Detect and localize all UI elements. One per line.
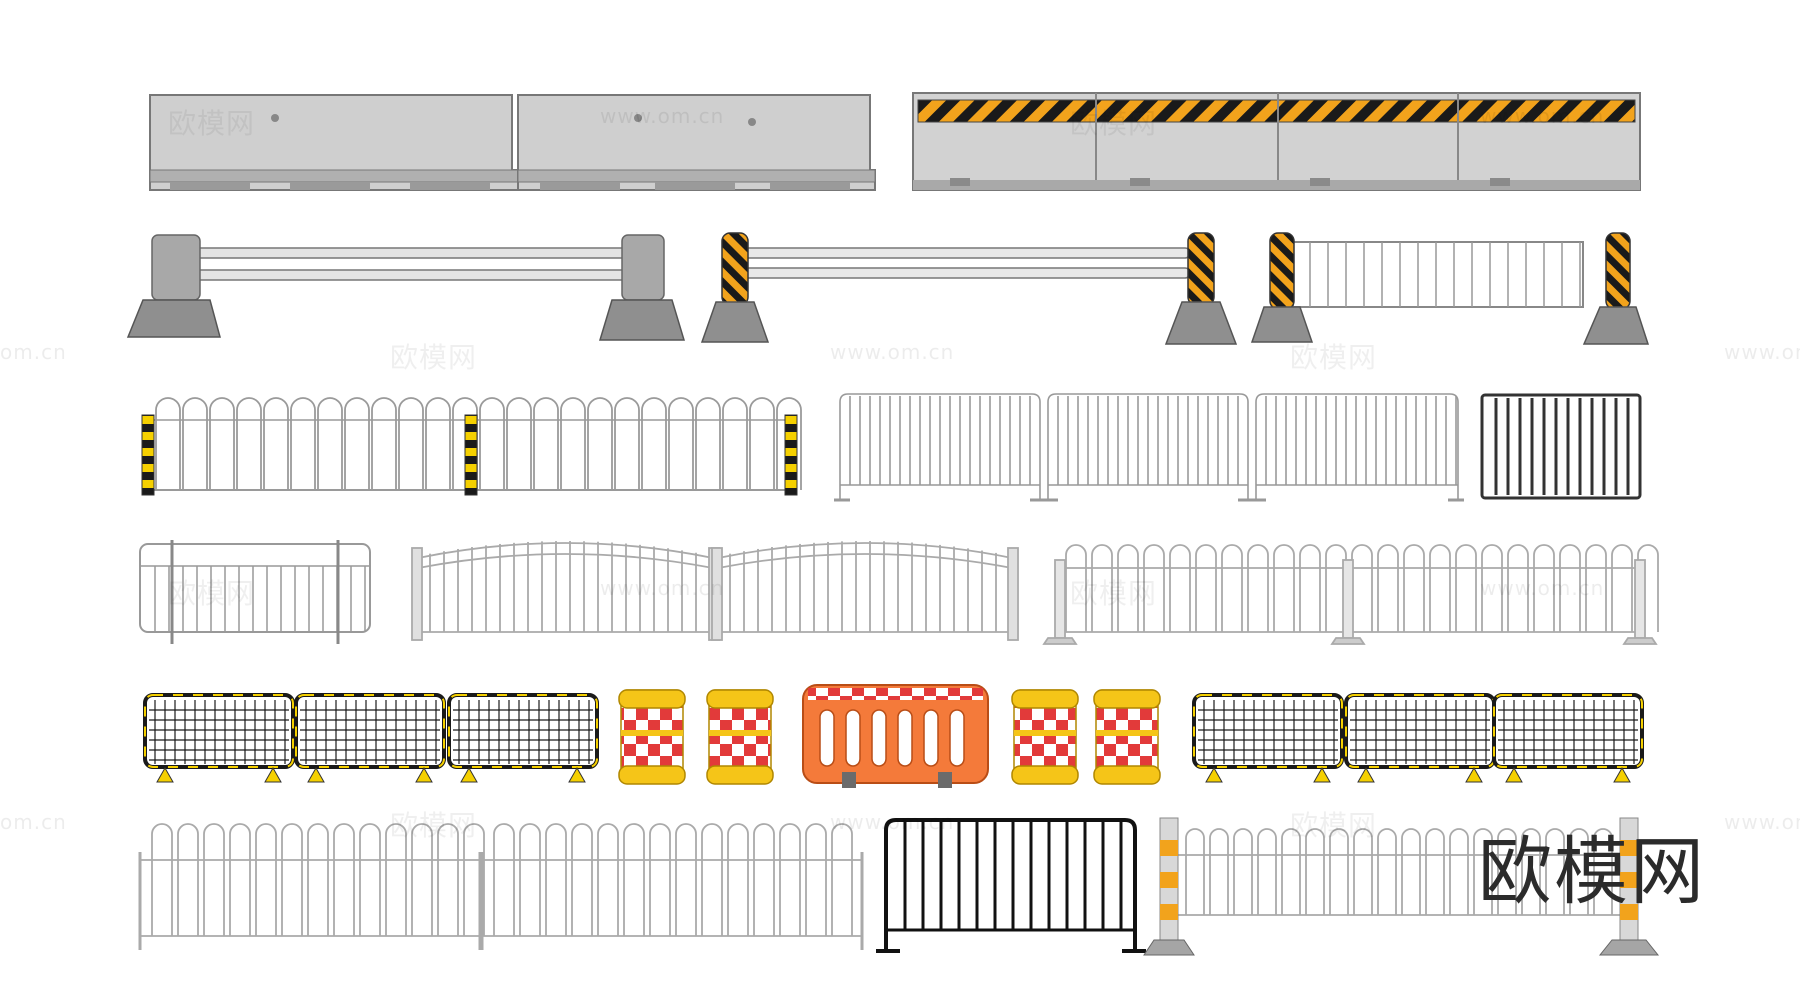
fence-with-orange-posts — [1143, 817, 1660, 956]
crowd-barricade-row-grey — [834, 393, 1464, 502]
long-arched-picket-fence — [138, 823, 864, 950]
yellow-black-barricade-right — [1192, 693, 1644, 783]
arched-picket-fence-with-hazard-posts — [141, 397, 802, 496]
dark-grille-panel — [1480, 393, 1642, 500]
concrete-barrier-plain-left — [149, 94, 526, 191]
hazard-post-rail-barrier — [700, 232, 1238, 345]
yellow-black-barricade-left — [143, 693, 599, 783]
black-crowd-barricade — [876, 818, 1146, 953]
water-barrier-barrels-left — [618, 689, 774, 785]
water-barrier-barrels-right — [1011, 689, 1161, 785]
small-crowd-barricade — [139, 540, 371, 644]
grey-post-rail-barrier — [126, 234, 686, 341]
arched-gate-fence — [411, 541, 1019, 641]
hazard-post-fence-barrier — [1250, 232, 1650, 345]
double-rail-picket-fence — [1042, 544, 1659, 645]
site-logo: 欧模网 — [1478, 829, 1706, 915]
orange-plastic-barrier — [802, 684, 989, 788]
hazard-concrete-barrier-row — [912, 92, 1641, 191]
concrete-barrier-plain-right — [517, 94, 876, 191]
